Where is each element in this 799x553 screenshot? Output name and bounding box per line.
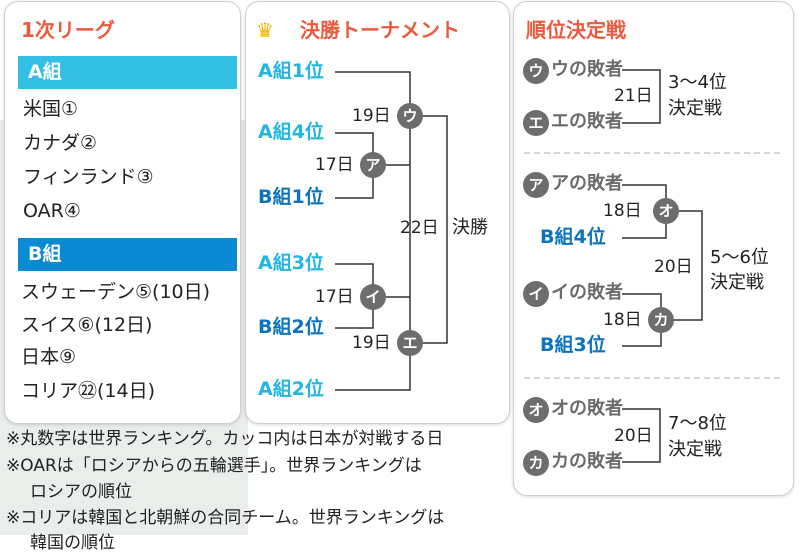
final-label: 決勝 — [452, 217, 488, 238]
group-b-header: B組 — [18, 238, 237, 271]
match-node-e: エ — [397, 330, 423, 356]
loser-label: エの敗者 — [551, 111, 623, 132]
crown-icon: ♛ — [256, 18, 274, 42]
placement-title: 順位決定戦 — [526, 18, 626, 42]
match-day: 18日 — [603, 201, 642, 221]
team-item: OAR④ — [23, 200, 81, 222]
match-node-ka: カ — [648, 307, 674, 333]
match-node-a: ア — [360, 152, 386, 178]
placement-label: 7〜8位 — [668, 413, 727, 434]
match-day: 17日 — [315, 287, 354, 307]
slot-label: A組4位 — [258, 121, 324, 143]
line-34 — [622, 69, 661, 124]
team-item: コリア㉒(14日) — [21, 380, 156, 402]
line-78 — [622, 408, 661, 463]
slot-label: B組4位 — [540, 226, 606, 248]
footnote: ※コリアは韓国と北朝鮮の合同チーム。世界ランキングは — [6, 508, 445, 528]
placement-label: 決定戦 — [668, 439, 722, 460]
footnote: ロシアの順位 — [30, 482, 132, 502]
team-item: 米国① — [23, 98, 79, 120]
slot-label: A組3位 — [258, 252, 324, 274]
placement-label: 決定戦 — [668, 98, 722, 119]
match-day: 18日 — [603, 310, 642, 330]
slot-label: B組1位 — [258, 186, 324, 208]
league-title: 1次リーグ — [21, 18, 115, 42]
loser-label: カの敗者 — [551, 451, 623, 472]
footnote: ※OARは「ロシアからの五輪選手」。世界ランキングは — [6, 456, 422, 476]
loser-mark: オ — [523, 397, 549, 423]
match-node-i: イ — [360, 284, 386, 310]
match-node-o: オ — [653, 198, 679, 224]
placement-label: 5〜6位 — [710, 247, 769, 268]
slot-label: B組3位 — [540, 334, 606, 356]
slot-label: B組2位 — [258, 316, 324, 338]
footnote: 韓国の順位 — [30, 533, 115, 553]
loser-label: オの敗者 — [551, 398, 623, 419]
match-day: 20日 — [614, 426, 653, 446]
line-u-top — [335, 71, 411, 343]
loser-mark: カ — [523, 450, 549, 476]
team-item: 日本⑨ — [21, 346, 77, 368]
line-e-bottom — [335, 343, 411, 391]
match-day: 19日 — [352, 333, 391, 353]
league-panel: 1次リーグ A組 米国① カナダ② フィンランド③ OAR④ B組 スウェーデン… — [4, 1, 241, 424]
placement-panel — [513, 1, 794, 496]
final-day: 22日 — [400, 218, 439, 238]
loser-mark: エ — [523, 110, 549, 136]
placement-label: 決定戦 — [710, 272, 764, 293]
loser-label: ウの敗者 — [551, 59, 623, 80]
group-a-header: A組 — [18, 56, 237, 89]
loser-mark: イ — [523, 281, 549, 307]
placement-label: 3〜4位 — [668, 72, 727, 93]
match-day: 19日 — [352, 106, 391, 126]
team-item: フィンランド③ — [23, 166, 154, 188]
team-item: スイス⑥(12日) — [21, 314, 153, 336]
loser-mark: ア — [523, 172, 549, 198]
match-node-u: ウ — [397, 103, 423, 129]
match-day: 20日 — [654, 257, 693, 277]
team-item: カナダ② — [23, 132, 98, 154]
match-day: 21日 — [614, 86, 653, 106]
loser-label: イの敗者 — [551, 282, 623, 303]
final-title: 決勝トーナメント — [300, 18, 460, 42]
loser-mark: ウ — [523, 58, 549, 84]
match-day: 17日 — [315, 155, 354, 175]
line-final — [410, 115, 448, 344]
team-item: スウェーデン⑤(10日) — [21, 281, 211, 303]
slot-label: A組1位 — [258, 60, 324, 82]
slot-label: A組2位 — [258, 378, 324, 400]
line-56 — [661, 210, 703, 321]
loser-label: アの敗者 — [551, 173, 623, 194]
footnote: ※丸数字は世界ランキング。カッコ内は日本が対戦する日 — [6, 429, 444, 449]
